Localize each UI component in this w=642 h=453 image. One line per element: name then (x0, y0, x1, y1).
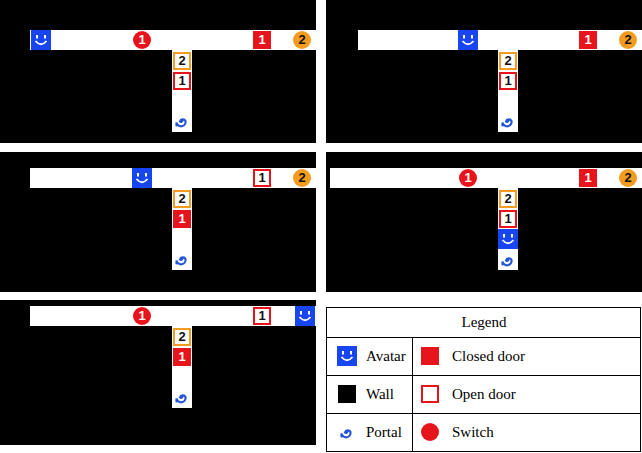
open-door-icon (422, 386, 438, 402)
table-rule (327, 375, 641, 376)
tile-number: 2 (178, 54, 185, 68)
avatar-icon (31, 30, 51, 50)
switch: 2 (293, 31, 311, 49)
legend-heading: Legend (462, 313, 507, 331)
legend-text: Wall (366, 385, 394, 403)
tile-number: 2 (178, 192, 185, 206)
tile-number: 1 (464, 171, 471, 185)
tile-number: 1 (178, 74, 185, 88)
closed-door: 1 (579, 169, 597, 187)
open-door: 2 (173, 52, 191, 70)
corridor (498, 188, 518, 270)
tile-number: 2 (504, 54, 511, 68)
switch-disc (619, 169, 637, 187)
switch: 2 (619, 169, 637, 187)
open-door: 1 (253, 307, 271, 325)
wall-area (0, 152, 316, 292)
legend-text: Open door (452, 385, 516, 403)
switch-disc (133, 307, 151, 325)
tile-number: 1 (258, 171, 265, 185)
tile-number: 1 (178, 350, 185, 364)
corridor (330, 168, 642, 188)
table-rule (327, 413, 641, 414)
wall-area (326, 0, 642, 143)
closed-door: 1 (173, 210, 191, 228)
avatar-icon (295, 306, 315, 326)
closed-door: 1 (579, 31, 597, 49)
avatar-icon (498, 229, 518, 249)
corridor (172, 326, 192, 408)
switch-disc (293, 169, 311, 187)
switch-disc (459, 169, 477, 187)
tile-number: 1 (178, 212, 185, 226)
portal-icon (177, 395, 186, 402)
open-door: 2 (499, 190, 517, 208)
tile-number: 1 (258, 33, 265, 47)
wall-area (0, 300, 316, 445)
portal-icon (177, 257, 186, 264)
open-door: 2 (499, 52, 517, 70)
tile-number: 1 (258, 309, 265, 323)
closed-door: 1 (173, 348, 191, 366)
open-door: 2 (173, 190, 191, 208)
legend-swatch (421, 347, 439, 365)
avatar-icon (337, 346, 357, 366)
switch-disc (133, 31, 151, 49)
legend-text: Switch (452, 423, 494, 441)
legend-text: Avatar (366, 347, 406, 365)
switch: 2 (293, 169, 311, 187)
switch: 1 (459, 169, 477, 187)
table-rule (327, 337, 641, 338)
portal-icon (503, 119, 512, 126)
corridor (172, 50, 192, 132)
tile-number: 2 (504, 192, 511, 206)
tile-number: 1 (504, 74, 511, 88)
avatar-icon (458, 30, 478, 50)
open-door: 2 (173, 328, 191, 346)
switch: 2 (619, 31, 637, 49)
portal-icon (503, 258, 512, 265)
wall-area (326, 152, 642, 292)
corridor (498, 50, 518, 132)
avatar-icon (132, 168, 152, 188)
switch-icon (421, 423, 439, 441)
tile-number: 1 (138, 33, 145, 47)
tile-number: 1 (584, 171, 591, 185)
switch-disc (619, 31, 637, 49)
legend-swatch (338, 385, 356, 403)
corridor (30, 306, 316, 326)
tile-number: 1 (138, 309, 145, 323)
switch: 1 (133, 31, 151, 49)
open-door: 1 (173, 72, 191, 90)
open-door: 1 (499, 72, 517, 90)
corridor (172, 188, 192, 270)
tile-number: 2 (624, 33, 631, 47)
tile-number: 2 (298, 171, 305, 185)
open-door: 1 (253, 169, 271, 187)
closed-door: 1 (253, 31, 271, 49)
tile-number: 2 (624, 171, 631, 185)
corridor (358, 30, 642, 50)
open-door: 1 (499, 210, 517, 228)
wall-area (0, 0, 316, 143)
corridor (30, 168, 316, 188)
tile-number: 2 (298, 33, 305, 47)
legend-text: Closed door (452, 347, 525, 365)
corridor (30, 30, 316, 50)
legend-frame (327, 308, 641, 452)
portal-icon (342, 430, 351, 437)
switch: 1 (133, 307, 151, 325)
table-rule (412, 338, 413, 452)
tile-number: 1 (504, 212, 511, 226)
portal-icon (177, 119, 186, 126)
tile-number: 2 (178, 330, 185, 344)
legend-text: Portal (366, 423, 402, 441)
tile-number: 1 (584, 33, 591, 47)
switch-disc (293, 31, 311, 49)
